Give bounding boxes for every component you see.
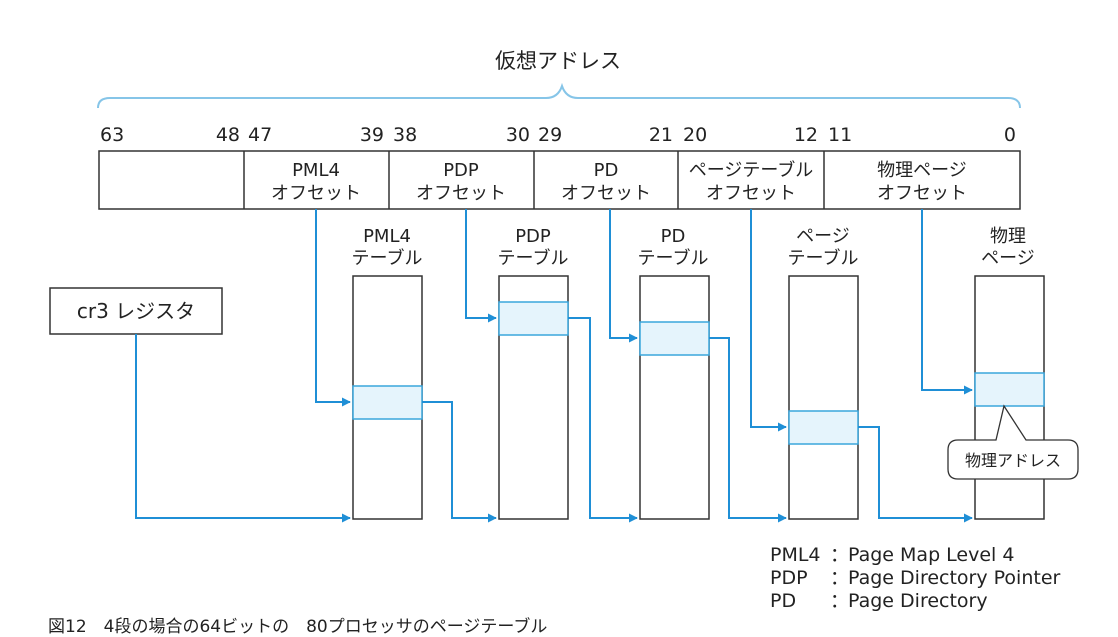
page-table	[788, 275, 859, 520]
pml4-offset-arrow	[315, 209, 351, 407]
legend-abbr: PDP	[770, 567, 808, 589]
pml4-table	[352, 275, 423, 520]
legend-desc: Page Directory	[848, 590, 988, 612]
bit-number: 0	[1004, 124, 1016, 146]
virtual-address-title: 仮想アドレス	[495, 49, 621, 73]
page-table-offset-label: ページテーブル	[689, 159, 814, 181]
pml4-entry	[352, 385, 423, 420]
physical-page-title-line2: ページ	[981, 248, 1035, 269]
page-table-offset-arrow	[750, 209, 787, 432]
pdp-table-title-line2: テーブル	[498, 247, 569, 269]
virtual-address-bar	[98, 150, 1021, 210]
bit-number: 47	[248, 124, 272, 146]
pd-table	[639, 275, 710, 520]
figure-caption: 図12 4段の場合の64ビットの 80プロセッサのページテーブル	[48, 617, 548, 637]
pml4-offset-label-line2: オフセット	[271, 183, 361, 204]
physical-page	[974, 275, 1045, 520]
bit-numbers: 63 48 47 39 38 30 29 21 20 12 11 0	[100, 124, 1016, 146]
pd-to-page-table-arrow	[709, 337, 787, 523]
legend-abbr: PD	[770, 590, 796, 612]
page-table-offset-label-line2: オフセット	[706, 183, 796, 204]
pd-table-title-line2: テーブル	[638, 247, 709, 269]
page-table-to-physical-arrow	[858, 426, 973, 523]
bit-number: 38	[393, 124, 417, 146]
pd-entry	[639, 321, 710, 356]
physical-address-callout-bubble	[947, 404, 1079, 480]
bit-number: 39	[360, 124, 384, 146]
virtual-address-brace	[97, 82, 1021, 109]
legend-desc: Page Map Level 4	[848, 544, 1014, 566]
bit-number: 12	[794, 124, 818, 146]
bit-number: 30	[506, 124, 530, 146]
pdp-table-title: PDP	[515, 226, 551, 247]
pml4-table-title-line2: テーブル	[352, 247, 423, 269]
page-table-title: ページ	[796, 226, 850, 247]
cr3-to-pml4-arrow	[135, 334, 351, 523]
pml4-to-pdp-arrow	[422, 401, 497, 523]
pdp-offset-label-line2: オフセット	[416, 183, 506, 204]
physical-address-callout: 物理アドレス	[965, 451, 1061, 470]
pdp-offset-arrow	[465, 209, 497, 323]
pd-offset-arrow	[609, 209, 638, 343]
pd-table-title: PD	[661, 226, 686, 247]
cr3-register-label: cr3 レジスタ	[77, 299, 195, 323]
bit-number: 48	[216, 124, 240, 146]
pd-offset-label-line2: オフセット	[561, 183, 651, 204]
page-table-entry	[788, 410, 859, 445]
page-table-title-line2: テーブル	[788, 247, 859, 269]
pml4-table-title: PML4	[363, 226, 411, 247]
physical-page-title: 物理	[990, 226, 1026, 247]
pdp-to-pd-arrow	[568, 317, 638, 523]
physical-page-entry	[974, 372, 1045, 407]
pml4-offset-label: PML4	[292, 160, 340, 181]
legend-separator: ：	[830, 544, 849, 566]
legend-separator: ：	[830, 567, 849, 589]
physical-page-offset-label: 物理ページ	[877, 160, 967, 181]
bit-number: 63	[100, 124, 124, 146]
legend-separator: ：	[830, 590, 849, 612]
physical-page-offset-label-line2: オフセット	[877, 183, 967, 204]
bit-number: 20	[683, 124, 707, 146]
bit-number: 21	[649, 124, 673, 146]
legend-desc: Page Directory Pointer	[848, 567, 1061, 589]
abbreviation-legend: PML4 ： Page Map Level 4 PDP ： Page Direc…	[770, 544, 1061, 612]
legend-abbr: PML4	[770, 544, 821, 566]
pd-offset-label: PD	[594, 160, 619, 181]
pdp-entry	[498, 301, 569, 336]
physical-offset-arrow	[921, 209, 973, 395]
pdp-offset-label: PDP	[443, 160, 479, 181]
pdp-table	[498, 275, 569, 520]
bit-number: 11	[828, 124, 852, 146]
bit-number: 29	[538, 124, 562, 146]
